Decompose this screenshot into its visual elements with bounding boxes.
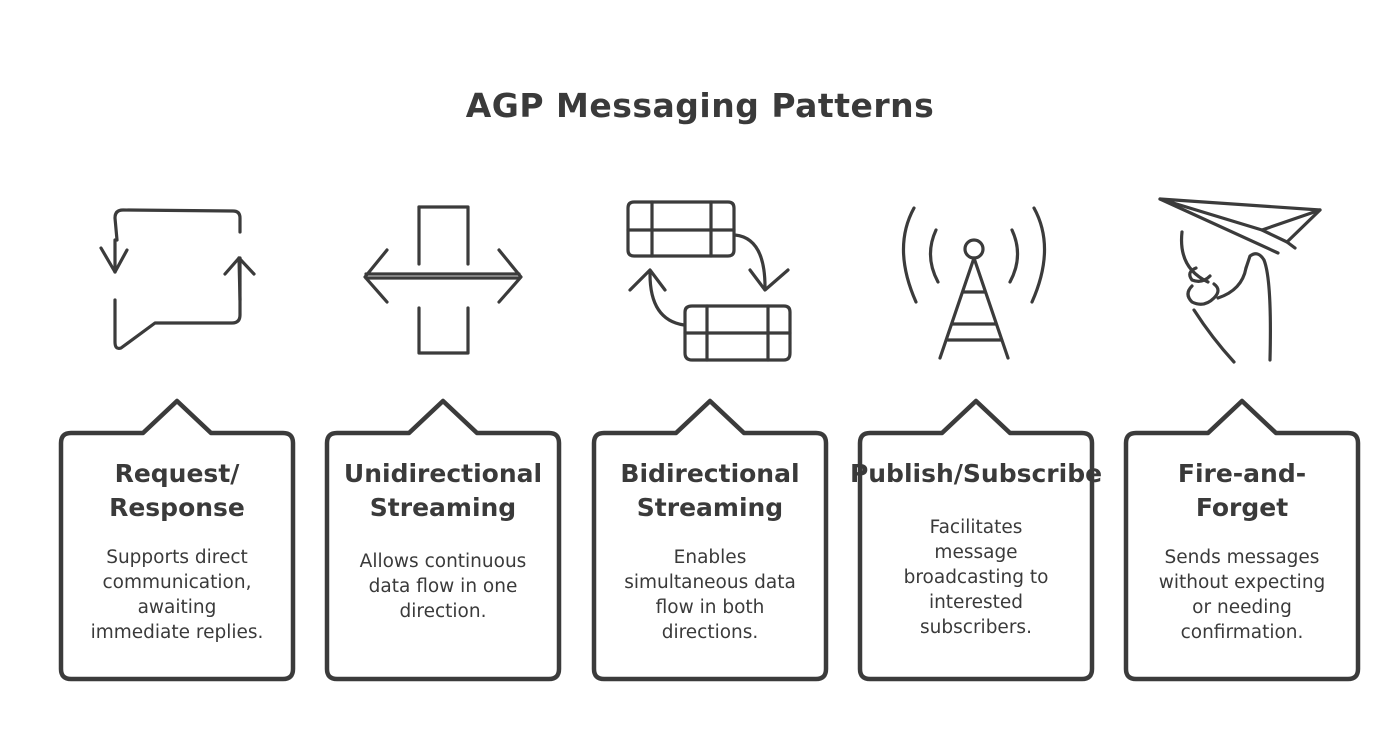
pattern-request-response: Request/ Response Supports direct commun… [57, 190, 297, 690]
request-response-icon [57, 190, 297, 380]
pattern-card: Publish/Subscribe Facilitates message br… [850, 395, 1102, 685]
pattern-card: Bidirectional Streaming Enables simultan… [590, 395, 830, 685]
bidirectional-exchange-icon [590, 190, 830, 380]
diagram-title: AGP Messaging Patterns [465, 86, 935, 125]
pattern-card: Unidirectional Streaming Allows continuo… [323, 395, 563, 685]
pattern-publish-subscribe: Publish/Subscribe Facilitates message br… [850, 190, 1102, 690]
pattern-title: Bidirectional Streaming [620, 459, 800, 522]
pattern-fire-and-forget: Fire-and- Forget Sends messages without … [1122, 190, 1362, 690]
pattern-card: Fire-and- Forget Sends messages without … [1122, 395, 1362, 685]
pattern-bidirectional-streaming: Bidirectional Streaming Enables simultan… [590, 190, 830, 690]
pattern-card: Request/ Response Supports direct commun… [57, 395, 297, 685]
pattern-title: Request/ Response [109, 459, 245, 522]
pattern-title: Publish/Subscribe [849, 459, 1103, 488]
pattern-title: Fire-and- Forget [1177, 459, 1307, 522]
unidirectional-arrow-icon [323, 190, 563, 380]
pattern-title: Unidirectional Streaming [343, 459, 543, 522]
paper-plane-icon [1122, 190, 1362, 380]
pattern-description: Enables simultaneous data flow in both d… [624, 547, 796, 643]
pattern-description: Facilitates message broadcasting to inte… [903, 517, 1049, 638]
pattern-description: Sends messages without expecting or need… [1158, 547, 1326, 643]
broadcast-tower-icon [856, 190, 1096, 380]
pattern-description: Allows continuous data flow in one direc… [359, 551, 527, 622]
pattern-unidirectional-streaming: Unidirectional Streaming Allows continuo… [323, 190, 563, 690]
pattern-description: Supports direct communication, awaiting … [90, 547, 264, 643]
